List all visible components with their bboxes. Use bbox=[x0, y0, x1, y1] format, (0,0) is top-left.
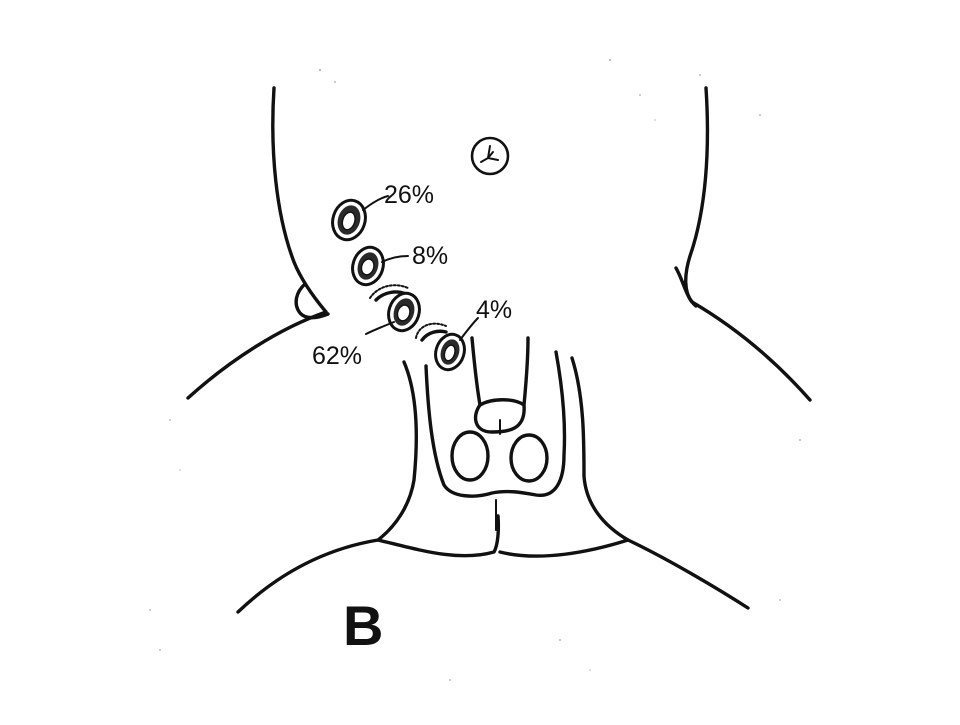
stoma-site-1 bbox=[331, 195, 389, 242]
leader-line-3 bbox=[365, 321, 395, 335]
site-label-3: 62% bbox=[312, 342, 362, 370]
stoma-site-2 bbox=[351, 245, 409, 287]
body-outline bbox=[186, 86, 812, 614]
site-label-4: 4% bbox=[476, 296, 512, 324]
genital-region bbox=[424, 336, 567, 531]
stoma-site-3 bbox=[365, 284, 421, 335]
penis-shaft-left bbox=[470, 336, 482, 407]
leader-line-2 bbox=[381, 255, 409, 263]
penis-shaft-right bbox=[522, 336, 530, 407]
leader-line-1 bbox=[362, 195, 389, 211]
left-testis bbox=[450, 430, 490, 482]
paper-speckles bbox=[149, 59, 801, 681]
right-thigh-outer bbox=[690, 300, 812, 402]
site-label-2: 8% bbox=[412, 242, 448, 270]
right-torso-edge bbox=[684, 86, 710, 304]
site-label-1: 26% bbox=[384, 181, 434, 209]
left-hip-notch bbox=[294, 282, 330, 320]
right-testis bbox=[509, 433, 549, 483]
stoma-site-4 bbox=[415, 317, 479, 372]
left-inner-thigh bbox=[376, 360, 418, 542]
leader-line-4 bbox=[459, 317, 479, 341]
right-buttock-curve bbox=[498, 538, 750, 610]
penis-glans bbox=[473, 398, 526, 434]
left-buttock-curve bbox=[236, 514, 501, 614]
panel-letter: B bbox=[343, 594, 383, 657]
scrotum-outline bbox=[424, 350, 567, 498]
left-thigh-outer bbox=[186, 310, 328, 400]
right-inner-thigh bbox=[570, 356, 630, 542]
umbilicus-icon bbox=[470, 136, 510, 176]
left-torso-edge bbox=[271, 86, 328, 314]
